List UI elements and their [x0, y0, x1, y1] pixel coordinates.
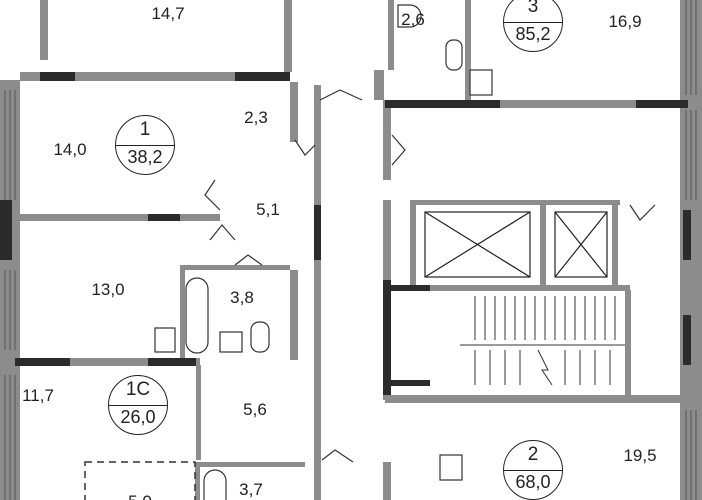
apartment-badge: 2 68,0 — [503, 440, 563, 500]
stairs-icon — [460, 296, 625, 386]
room-area: 11,7 — [22, 386, 54, 405]
apartment-number: 3 — [527, 0, 539, 17]
apartment-area: 85,2 — [515, 24, 551, 44]
apartment-badge: 3 85,2 — [503, 0, 563, 52]
apartment-area: 26,0 — [120, 407, 156, 427]
room-area: 14,7 — [151, 4, 185, 23]
room-area: 16,9 — [608, 12, 642, 31]
room-area: 3,8 — [230, 288, 254, 307]
dashed-zone — [84, 461, 196, 500]
apartment-badge: 1С 26,0 — [108, 375, 168, 435]
apartment-number: 1С — [125, 379, 151, 400]
room-area: 19,5 — [623, 446, 657, 465]
room-area: 13,0 — [91, 280, 125, 299]
apartment-area: 38,2 — [127, 147, 163, 167]
apartment-number: 1 — [139, 119, 151, 140]
apartment-badge: 1 38,2 — [115, 115, 175, 175]
room-area: 3,7 — [239, 480, 263, 499]
room-area: 5,1 — [256, 200, 280, 219]
bathtub-icon — [185, 277, 209, 354]
apartment-number: 2 — [527, 444, 539, 465]
elevator-icon — [424, 211, 608, 278]
room-area: 2,6 — [401, 10, 425, 29]
room-area: 2,3 — [244, 108, 268, 127]
room-area: 14,0 — [53, 140, 87, 159]
room-area: 5,6 — [243, 400, 267, 419]
room-area: 5,0 — [128, 492, 152, 500]
apartment-area: 68,0 — [515, 472, 551, 492]
